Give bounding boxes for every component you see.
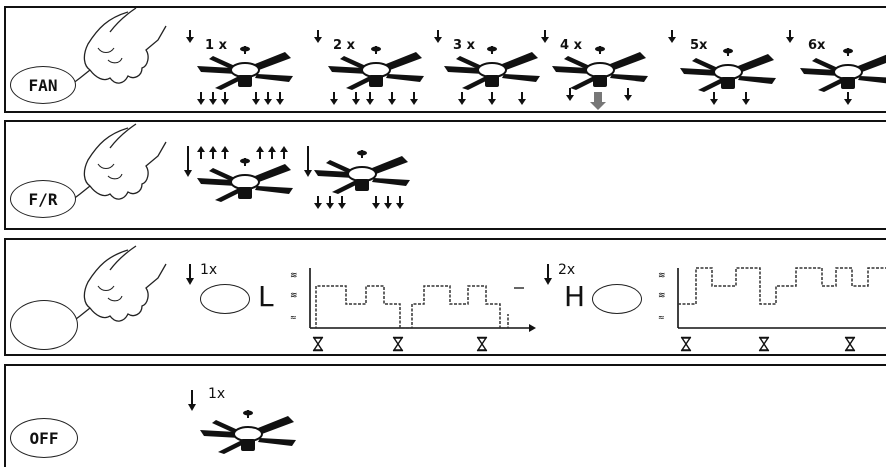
wind-waves-icon [200, 284, 250, 314]
svg-text:≈: ≈ [290, 313, 297, 322]
airflow-arrows [457, 91, 527, 106]
step-count-1: 1 x [205, 38, 227, 53]
ceiling-fan-icon [313, 149, 411, 195]
panel-natural-breeze [4, 238, 886, 356]
high-mode-label: H [564, 280, 586, 313]
breeze-button[interactable] [10, 300, 78, 350]
ceiling-fan-icon [327, 45, 425, 91]
ceiling-fan-icon [199, 409, 297, 455]
down-arrow-icon [184, 146, 192, 177]
down-arrow-icon [667, 29, 677, 44]
wind-waves-icon [592, 284, 642, 314]
low-mode-label: L [258, 280, 274, 313]
down-arrow-icon [304, 146, 312, 177]
down-arrow-icon [188, 390, 196, 411]
step-count-5: 5x [690, 38, 708, 53]
svg-text:≋: ≋ [290, 271, 298, 281]
airflow-arrows [843, 91, 853, 106]
down-arrow-icon [785, 29, 795, 44]
step-count-6: 6x [808, 38, 826, 53]
svg-text:≈: ≈ [658, 313, 665, 322]
forward-reverse-button[interactable]: F/R [10, 180, 76, 218]
panel-off [4, 364, 886, 467]
airflow-arrows [329, 91, 419, 106]
airflow-arrows [196, 91, 285, 106]
svg-text:≋: ≋ [290, 291, 298, 301]
ceiling-fan-icon [196, 157, 294, 203]
airflow-arrows [565, 87, 633, 110]
step-count-3: 3 x [453, 38, 475, 53]
ceiling-fan-icon [443, 45, 541, 91]
ceiling-fan-icon [799, 47, 886, 93]
ceiling-fan-icon [196, 45, 294, 91]
svg-text:≋: ≋ [658, 291, 666, 301]
off-press-count: 1x [208, 386, 226, 402]
down-arrow-icon [544, 264, 552, 285]
step-count-4: 4 x [560, 38, 582, 53]
step-count-2: 2 x [333, 38, 355, 53]
high-press-count: 2x [558, 262, 576, 278]
low-press-count: 1x [200, 262, 218, 278]
airflow-arrows [709, 91, 751, 106]
breeze-low-diagram: ≋ ≋ ≈ [290, 268, 536, 352]
panel-fan-speed [4, 6, 886, 113]
svg-text:≋: ≋ [658, 271, 666, 281]
down-arrow-icon [186, 264, 194, 285]
breeze-high-diagram: ≋ ≋ ≈ [658, 267, 886, 352]
fan-button[interactable]: FAN [10, 66, 76, 104]
ceiling-fan-icon [551, 45, 649, 91]
airflow-arrows [313, 195, 405, 210]
ceiling-fan-icon [679, 47, 777, 93]
off-button[interactable]: OFF [10, 418, 78, 458]
panel-forward-reverse [4, 120, 886, 230]
